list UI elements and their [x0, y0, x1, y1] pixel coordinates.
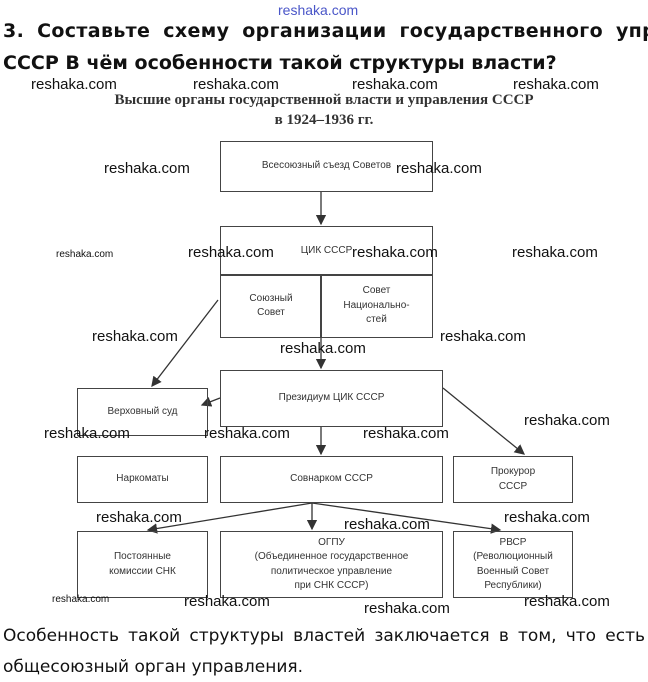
watermark: reshaka.com: [31, 76, 117, 93]
watermark: reshaka.com: [504, 509, 590, 526]
box-rvsr: РВСР (Революционный Военный Совет Респуб…: [453, 531, 573, 598]
arrow-sovnarkom-commissions: [146, 502, 313, 534]
watermark: reshaka.com: [92, 328, 178, 345]
box-narkomaty: Наркоматы: [77, 456, 208, 503]
box-congress: Всесоюзный съезд Советов: [220, 141, 433, 192]
watermark: reshaka.com: [363, 425, 449, 442]
watermark: reshaka.com: [52, 594, 110, 605]
watermark: reshaka.com: [44, 425, 130, 442]
watermark: reshaka.com: [440, 328, 526, 345]
arrow-cik-court: [151, 299, 219, 388]
watermark: reshaka.com: [352, 244, 438, 261]
question-line-2: СССР В чём особенности такой структуры в…: [3, 52, 557, 74]
watermark: reshaka.com: [193, 76, 279, 93]
box-union-council: Союзный Совет: [220, 274, 322, 338]
watermark: reshaka.com: [280, 340, 366, 357]
box-cik: ЦИК СССР: [220, 226, 433, 276]
box-prosecutor: Прокурор СССР: [453, 456, 573, 503]
arrow-presidium-prosecutor: [442, 387, 526, 455]
box-sovnarkom: Совнарком СССР: [220, 456, 443, 503]
watermark: reshaka.com: [188, 244, 274, 261]
answer-text: Особенность такой структуры властей закл…: [3, 626, 645, 677]
box-supreme-court: Верховный суд: [77, 388, 208, 436]
watermark: reshaka.com: [352, 76, 438, 93]
watermark: reshaka.com: [184, 593, 270, 610]
diagram-title: Высшие органы государственной власти и у…: [114, 92, 534, 108]
watermark: reshaka.com: [524, 593, 610, 610]
watermark: reshaka.com: [104, 160, 190, 177]
box-ogpu: ОГПУ (Объединенное государственное полит…: [220, 531, 443, 598]
box-presidium: Президиум ЦИК СССР: [220, 370, 443, 427]
box-commissions: Постоянные комиссии СНК: [77, 531, 208, 598]
box-nationalities-council: Совет Национально- стей: [320, 274, 433, 338]
watermark: reshaka.com: [96, 509, 182, 526]
watermark: reshaka.com: [513, 76, 599, 93]
watermark: reshaka.com: [396, 160, 482, 177]
watermark: reshaka.com: [204, 425, 290, 442]
watermark: reshaka.com: [524, 412, 610, 429]
watermark-top: reshaka.com: [278, 2, 359, 18]
arrow-sovnarkom-rvsr: [311, 502, 502, 534]
arrow-presidium-court: [200, 396, 221, 407]
question-line-1: 3. Составьте схему организации государст…: [3, 20, 648, 42]
watermark: reshaka.com: [364, 600, 450, 617]
watermark: reshaka.com: [512, 244, 598, 261]
watermark: reshaka.com: [56, 249, 114, 260]
watermark: reshaka.com: [344, 516, 430, 533]
diagram-subtitle: в 1924–1936 гг.: [274, 112, 374, 128]
